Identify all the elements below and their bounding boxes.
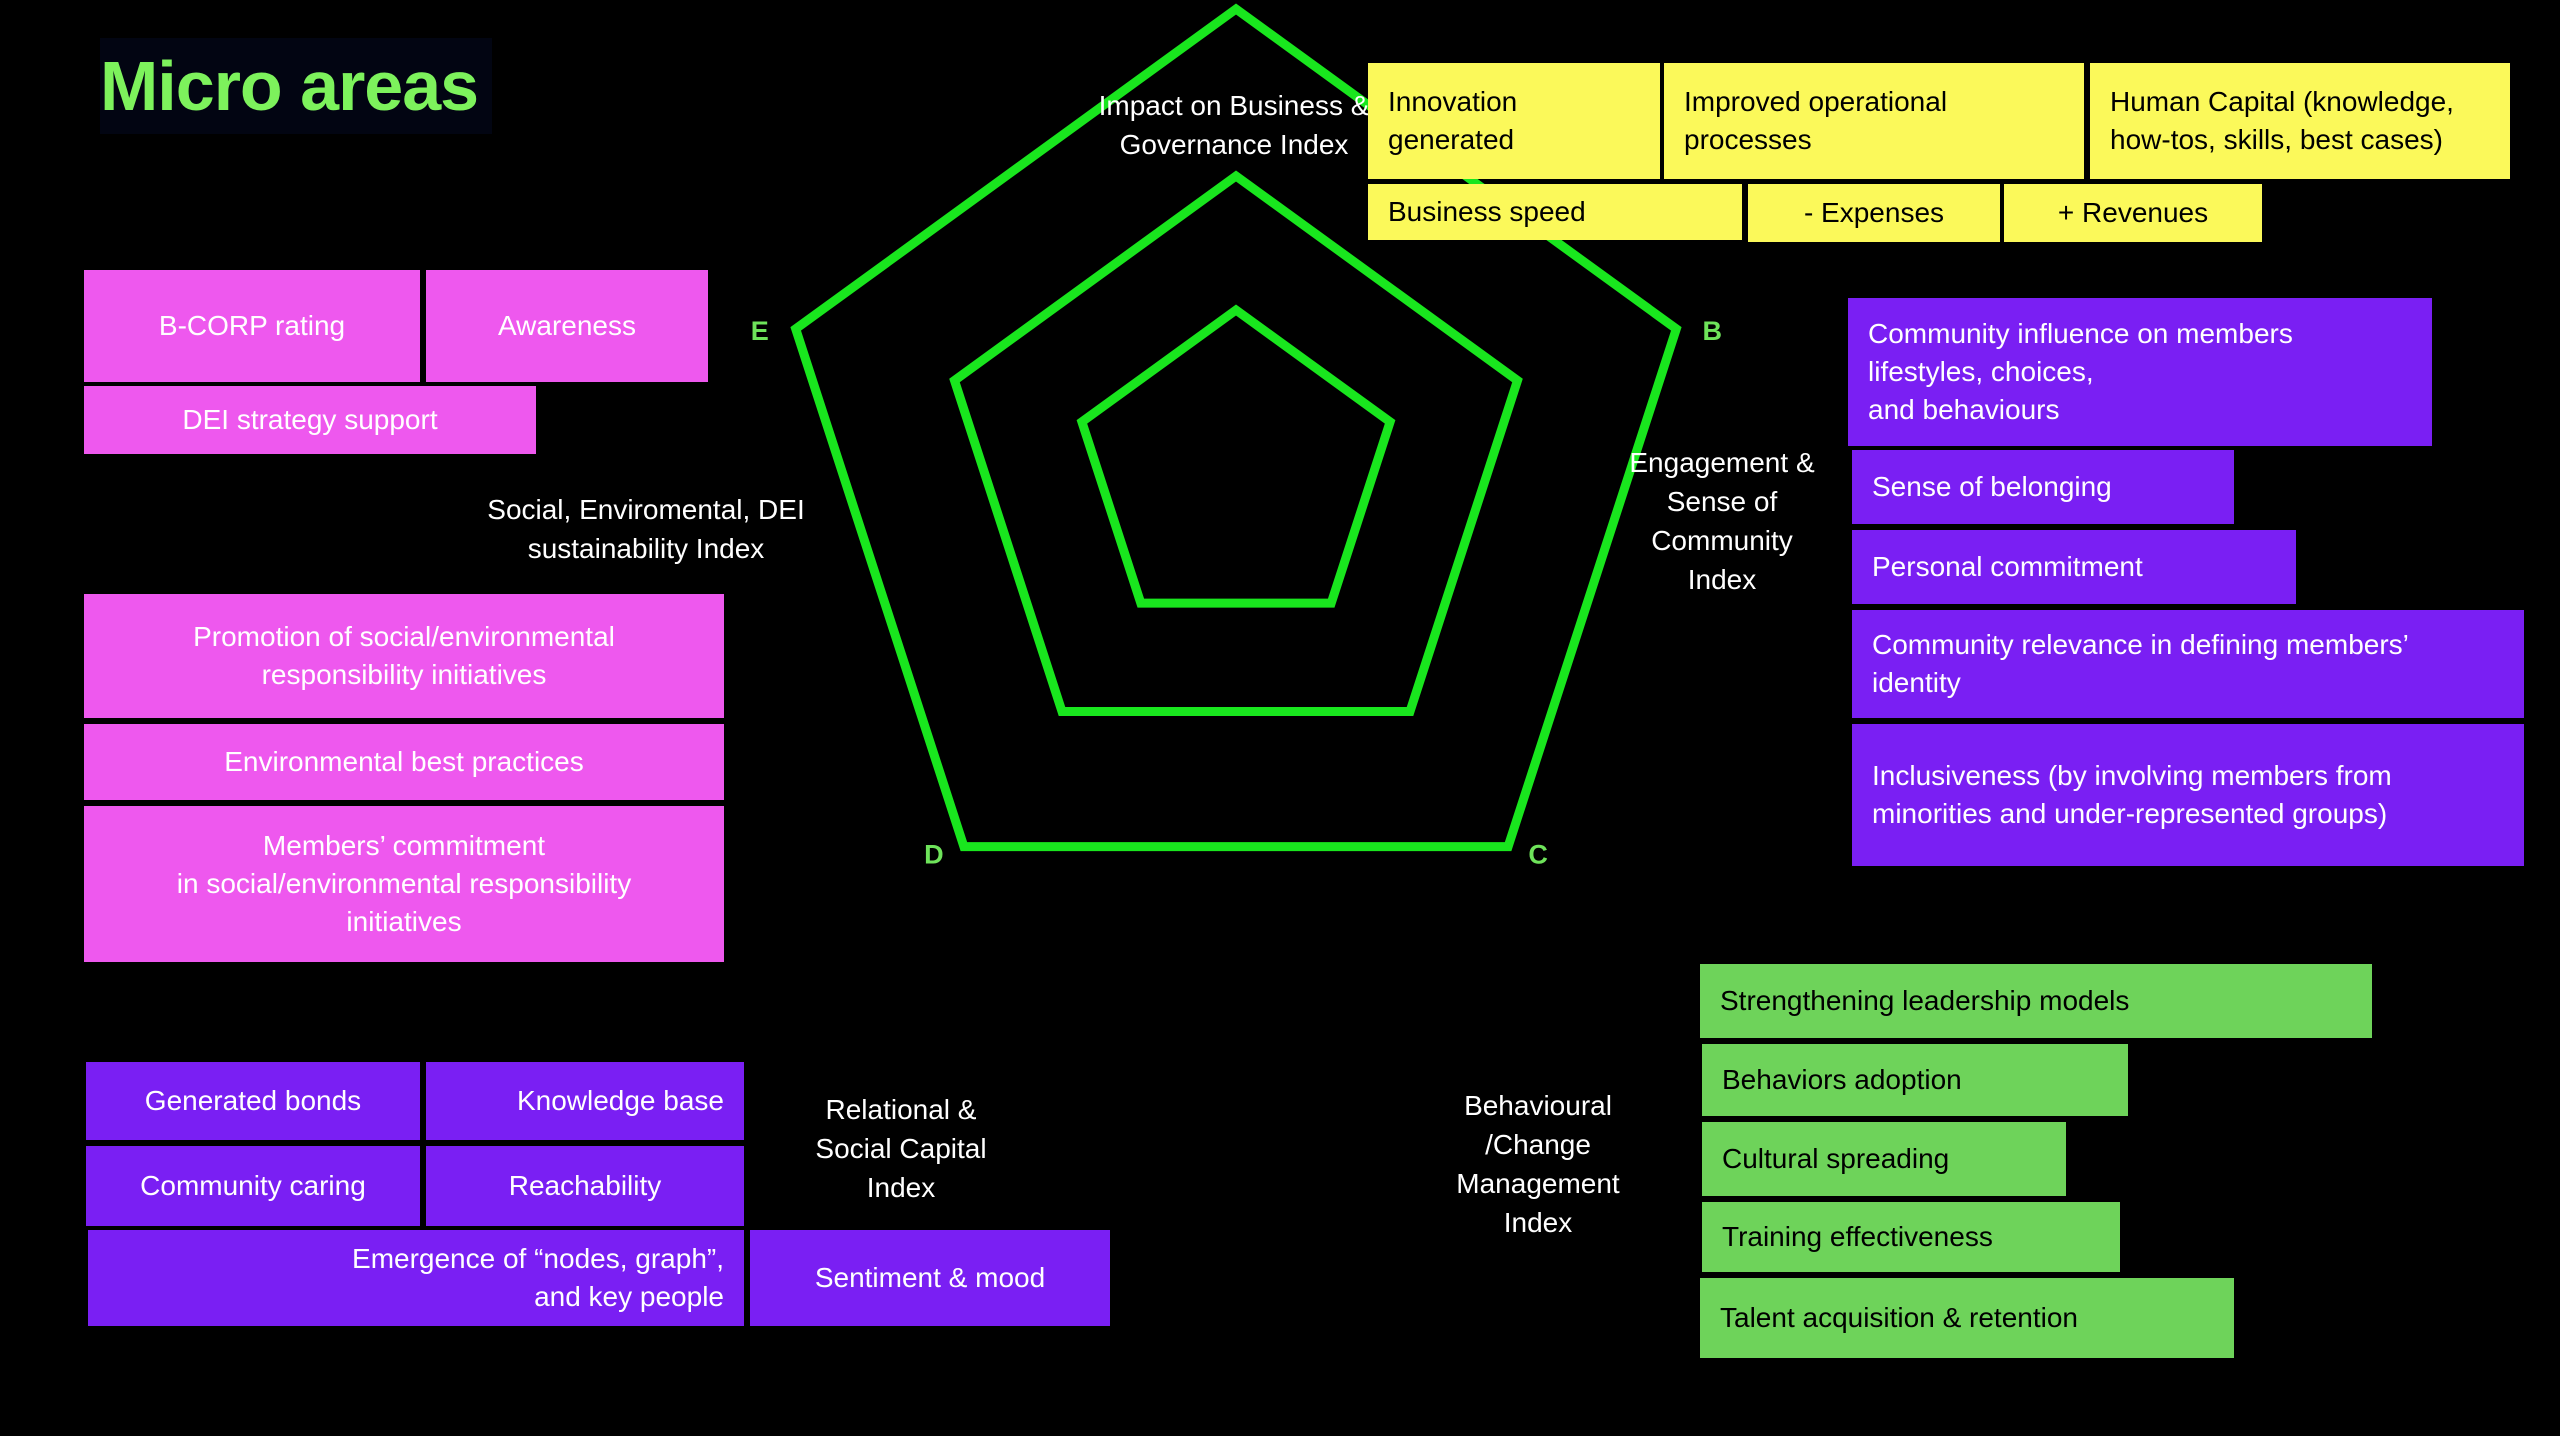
vertex-label-c: C: [1528, 840, 1548, 870]
e-item-awareness: Awareness: [426, 270, 708, 382]
a-item-revenues: + Revenues: [2004, 184, 2262, 242]
a-item-operational-processes: Improved operational processes: [1664, 63, 2084, 179]
vertex-label-d: D: [924, 840, 944, 870]
e-item-promotion-initiatives: Promotion of social/environmental respon…: [84, 594, 724, 718]
vertex-label-b: B: [1703, 316, 1723, 346]
radar-rings: [790, 3, 1682, 852]
d-item-community-caring: Community caring: [86, 1146, 420, 1226]
b-item-community-influence: Community influence on members lifestyle…: [1848, 298, 2432, 446]
e-item-environmental-best-practices: Environmental best practices: [84, 724, 724, 800]
d-item-reachability: Reachability: [426, 1146, 744, 1226]
d-item-generated-bonds: Generated bonds: [86, 1062, 420, 1140]
index-label-d: Relational & Social Capital Index: [815, 1094, 987, 1203]
index-label-b: Engagement & Sense of Community Index: [1629, 447, 1815, 595]
b-item-sense-of-belonging: Sense of belonging: [1852, 450, 2234, 524]
c-item-cultural-spreading: Cultural spreading: [1702, 1122, 2066, 1196]
e-item-members-commitment: Members’ commitment in social/environmen…: [84, 806, 724, 962]
a-item-business-speed: Business speed: [1368, 184, 1742, 240]
index-label-a: Impact on Business & Governance Index: [1098, 90, 1370, 160]
b-item-community-relevance: Community relevance in defining members’…: [1852, 610, 2524, 718]
radar-ring-1: [1076, 304, 1396, 608]
page-title: Micro areas: [100, 38, 492, 134]
radar-ring-3: [790, 3, 1682, 852]
a-item-human-capital: Human Capital (knowledge, how-tos, skill…: [2090, 63, 2510, 179]
d-item-emergence-nodes: Emergence of “nodes, graph”, and key peo…: [88, 1230, 744, 1326]
c-item-leadership-models: Strengthening leadership models: [1700, 964, 2372, 1038]
c-item-training-effectiveness: Training effectiveness: [1702, 1202, 2120, 1272]
a-item-innovation: Innovation generated: [1368, 63, 1660, 179]
b-item-inclusiveness: Inclusiveness (by involving members from…: [1852, 724, 2524, 866]
c-item-behaviors-adoption: Behaviors adoption: [1702, 1044, 2128, 1116]
c-item-talent-acquisition: Talent acquisition & retention: [1700, 1278, 2234, 1358]
radar-ring-2: [949, 170, 1523, 716]
b-item-personal-commitment: Personal commitment: [1852, 530, 2296, 604]
vertex-label-e: E: [751, 316, 769, 346]
vertex-label-a: A: [1226, 0, 1246, 2]
radar-vertex-labels: A B C D E: [751, 0, 1722, 870]
e-item-bcorp-rating: B-CORP rating: [84, 270, 420, 382]
e-item-dei-strategy-support: DEI strategy support: [84, 386, 536, 454]
d-item-sentiment-mood: Sentiment & mood: [750, 1230, 1110, 1326]
index-label-c: Behavioural /Change Management Index: [1456, 1090, 1620, 1238]
index-label-e: Social, Enviromental, DEI sustainability…: [487, 494, 805, 564]
a-item-expenses: - Expenses: [1748, 184, 2000, 242]
d-item-knowledge-base: Knowledge base: [426, 1062, 744, 1140]
